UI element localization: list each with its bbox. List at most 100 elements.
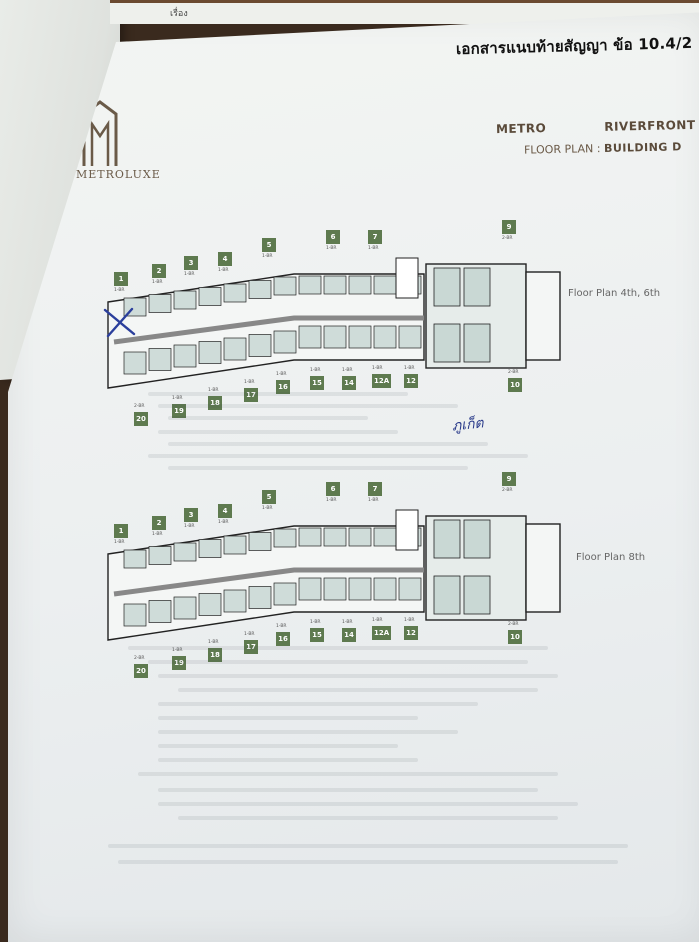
unit-type-label: 1-BR <box>172 396 183 401</box>
core-room <box>463 519 491 559</box>
unit-room <box>198 287 222 306</box>
core-room <box>463 323 491 363</box>
page-top-bar <box>110 0 699 3</box>
unit-type-label: 1-BR <box>262 254 273 259</box>
faded-text-line <box>128 646 548 650</box>
unit-type-label: 1-BR <box>326 246 337 251</box>
unit-type-label: 1-BR <box>218 268 229 273</box>
unit-type-label: 1-BR <box>152 280 163 285</box>
unit-room <box>348 325 372 349</box>
unit-type-label: 1-BR <box>342 368 353 373</box>
unit-number-badge: 1 <box>114 524 128 538</box>
unit-room <box>223 337 247 361</box>
stair-core <box>395 509 419 551</box>
unit-room <box>398 577 422 601</box>
faded-text-line <box>158 802 578 806</box>
unit-type-label: 1-BR <box>372 618 383 623</box>
unit-type-label: 1-BR <box>114 540 125 545</box>
faded-text-line <box>148 454 528 458</box>
unit-room <box>273 330 297 354</box>
unit-number-badge: 7 <box>368 482 382 496</box>
unit-type-label: 2-BR <box>502 488 513 493</box>
faded-text-line <box>178 816 558 820</box>
faded-text-line <box>168 416 368 420</box>
subtitle-building: BUILDING D <box>603 140 682 155</box>
core-room <box>433 519 461 559</box>
unit-room <box>348 527 372 547</box>
unit-room <box>323 275 347 295</box>
unit-room <box>273 276 297 296</box>
faded-text-line <box>168 466 468 470</box>
unit-type-label: 1-BR <box>244 632 255 637</box>
unit-type-label: 1-BR <box>208 388 219 393</box>
unit-number-badge: 12 <box>404 374 418 388</box>
unit-number-badge: 12A <box>372 626 392 640</box>
pen-cross-mark-icon <box>103 307 136 338</box>
unit-number-badge: 16 <box>276 380 290 394</box>
unit-room <box>323 325 347 349</box>
unit-type-label: 1-BR <box>404 618 415 623</box>
plan-subtitle: FLOOR PLAN : BUILDING D <box>524 140 682 156</box>
faded-text-line <box>168 442 488 446</box>
faded-text-line <box>158 404 458 408</box>
unit-number-badge: 17 <box>244 640 258 654</box>
unit-room <box>298 577 322 601</box>
floor-plan-label-upper: Floor Plan 4th, 6th <box>568 288 661 299</box>
unit-room <box>198 593 222 616</box>
unit-room <box>248 280 272 299</box>
unit-room <box>273 528 297 548</box>
unit-number-badge: 20 <box>134 664 148 678</box>
unit-room <box>373 275 397 295</box>
unit-number-badge: 2 <box>152 264 166 278</box>
unit-room <box>148 348 172 371</box>
unit-room <box>373 325 397 349</box>
unit-type-label: 1-BR <box>310 620 321 625</box>
unit-room <box>123 549 147 569</box>
unit-room <box>173 542 197 562</box>
unit-room <box>223 283 247 303</box>
unit-room <box>173 344 197 368</box>
unit-number-badge: 5 <box>262 238 276 252</box>
faded-text-line <box>108 844 628 848</box>
unit-room <box>148 546 172 565</box>
core-room <box>433 323 461 363</box>
unit-number-badge: 6 <box>326 230 340 244</box>
faded-text-line <box>118 860 618 864</box>
unit-type-label: 1-BR <box>404 366 415 371</box>
top-word: เรื่อง <box>170 9 188 19</box>
unit-room <box>373 577 397 601</box>
unit-number-badge: 7 <box>368 230 382 244</box>
unit-number-badge: 20 <box>134 412 148 426</box>
unit-type-label: 1-BR <box>172 648 183 653</box>
unit-number-badge: 14 <box>342 376 356 390</box>
unit-number-badge: 3 <box>184 508 198 522</box>
unit-number-badge: 4 <box>218 504 232 518</box>
unit-room <box>398 325 422 349</box>
document-page: เอกสารแนบท้ายสัญญา ข้อ 10.4/2 METROLUXE … <box>8 12 699 942</box>
end-unit-block <box>525 271 561 361</box>
unit-room <box>198 539 222 558</box>
unit-number-badge: 12 <box>404 626 418 640</box>
corridor <box>113 567 424 597</box>
unit-number-badge: 16 <box>276 632 290 646</box>
unit-number-badge: 9 <box>502 472 516 486</box>
unit-type-label: 1-BR <box>276 372 287 377</box>
faded-text-line <box>178 688 538 692</box>
unit-room <box>123 351 147 375</box>
faded-text-line <box>158 674 558 678</box>
unit-type-label: 1-BR <box>342 620 353 625</box>
unit-room <box>173 290 197 310</box>
faded-text-line <box>148 392 408 396</box>
unit-type-label: 1-BR <box>372 366 383 371</box>
unit-number-badge: 1 <box>114 272 128 286</box>
unit-type-label: 2-BR <box>508 622 519 627</box>
unit-type-label: 1-BR <box>262 506 273 511</box>
unit-number-badge: 3 <box>184 256 198 270</box>
faded-text-line <box>158 744 398 748</box>
unit-type-label: 1-BR <box>276 624 287 629</box>
unit-type-label: 1-BR <box>368 246 379 251</box>
handwritten-signature: ภูเก็ต <box>451 415 485 435</box>
floor-plan-label-lower: Floor Plan 8th <box>576 552 646 563</box>
